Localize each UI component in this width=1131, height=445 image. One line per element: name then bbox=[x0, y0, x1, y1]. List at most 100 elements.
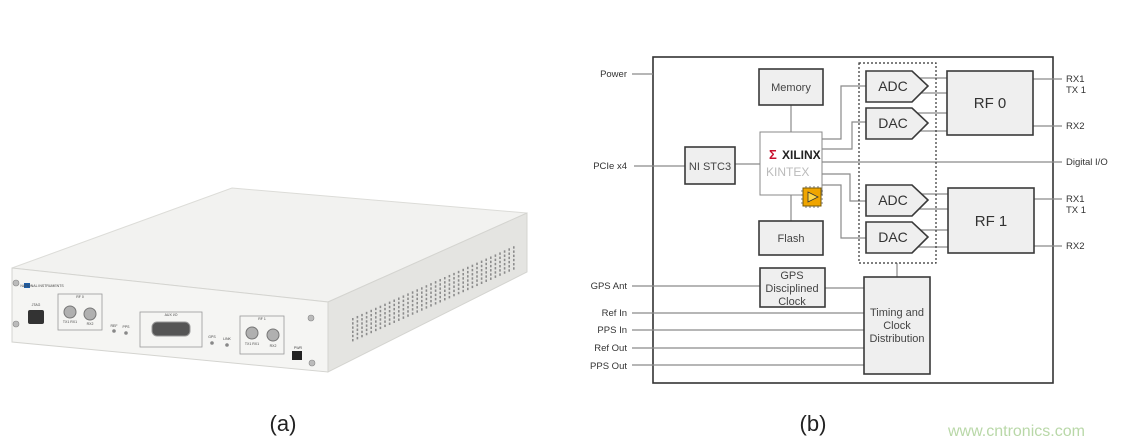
signal-wire bbox=[822, 184, 866, 239]
vent-slot bbox=[402, 303, 405, 307]
gps-disciplined-clock-block bbox=[759, 267, 826, 308]
link-led bbox=[225, 343, 229, 347]
vent-slot bbox=[421, 295, 423, 299]
vent-grille bbox=[352, 246, 515, 342]
vent-slot bbox=[356, 328, 359, 331]
caption-a: (a) bbox=[270, 411, 297, 436]
ni-stc3-block bbox=[684, 146, 736, 185]
signal-wire bbox=[822, 173, 866, 202]
vent-slot bbox=[439, 291, 441, 295]
svg-text:Memory: Memory bbox=[771, 82, 811, 94]
vent-slot bbox=[384, 303, 386, 307]
ni-logo: NATIONAL INSTRUMENTS bbox=[20, 283, 64, 288]
vent-slot bbox=[503, 271, 506, 274]
vent-slot bbox=[476, 262, 478, 266]
vent-slot bbox=[448, 274, 451, 278]
vent-slot bbox=[356, 315, 359, 319]
vent-slot bbox=[513, 267, 515, 270]
vent-slot bbox=[370, 314, 372, 317]
rf1-panel bbox=[239, 315, 285, 355]
mounting-screws bbox=[12, 279, 316, 367]
gps-led bbox=[210, 341, 214, 345]
vent-slot bbox=[457, 275, 460, 278]
rf0-rx2-connector bbox=[83, 307, 97, 321]
adc1-block bbox=[865, 184, 930, 217]
vent-slot bbox=[365, 320, 368, 323]
aux-io-dsub-connector bbox=[151, 321, 191, 337]
vent-slot bbox=[508, 256, 510, 260]
vent-slot bbox=[388, 305, 391, 309]
vent-slot bbox=[467, 287, 469, 291]
vent-slot bbox=[462, 281, 464, 284]
vent-slot bbox=[513, 246, 515, 249]
rf0-block bbox=[946, 70, 1034, 136]
vent-slot bbox=[352, 318, 354, 321]
vent-slot bbox=[499, 256, 501, 259]
label-rf1-rx1: RX1 bbox=[1066, 194, 1084, 205]
label-ref-out: Ref Out bbox=[594, 343, 627, 354]
vent-slot bbox=[388, 310, 391, 313]
caption-b: (b) bbox=[800, 411, 827, 436]
pps-led bbox=[124, 331, 128, 335]
label-pps-out: PPS Out bbox=[590, 361, 627, 372]
vent-slot bbox=[393, 312, 395, 315]
rf1-rx2-connector bbox=[266, 328, 280, 342]
rf0-tx1rx1-connector bbox=[63, 305, 77, 319]
vent-slot bbox=[352, 339, 354, 342]
vent-slot bbox=[476, 271, 478, 274]
svg-text:RF 1: RF 1 bbox=[258, 317, 266, 321]
svg-text:ADC: ADC bbox=[878, 192, 908, 208]
svg-text:RX2: RX2 bbox=[270, 344, 277, 348]
vent-slot bbox=[352, 326, 354, 329]
vent-slot bbox=[416, 289, 418, 292]
vent-slot bbox=[425, 289, 428, 292]
vent-slot bbox=[407, 297, 409, 300]
vent-slot bbox=[370, 309, 372, 313]
vent-slot bbox=[453, 281, 455, 284]
svg-text:RF 1: RF 1 bbox=[975, 213, 1008, 230]
signal-wire bbox=[822, 85, 866, 140]
vent-slot bbox=[480, 260, 483, 263]
vent-slot bbox=[375, 320, 377, 323]
vent-slot bbox=[393, 316, 395, 319]
vent-slot bbox=[513, 250, 515, 253]
vent-slot bbox=[398, 314, 400, 317]
vent-slot bbox=[485, 275, 487, 278]
vent-slot bbox=[467, 270, 469, 274]
vent-slot bbox=[453, 285, 455, 288]
vent-slot bbox=[453, 272, 455, 276]
vent-slot bbox=[457, 291, 460, 295]
vent-slot bbox=[370, 318, 372, 321]
vent-slot bbox=[402, 312, 405, 315]
vent-slot bbox=[503, 267, 506, 270]
vent-slot bbox=[388, 301, 391, 304]
vent-slot bbox=[503, 250, 506, 253]
vent-slot bbox=[365, 328, 368, 332]
vent-slot bbox=[448, 287, 451, 290]
adc0-block bbox=[865, 70, 930, 103]
vent-slot bbox=[503, 254, 506, 257]
vent-slot bbox=[365, 311, 368, 315]
vent-slot bbox=[411, 295, 414, 298]
vent-slot bbox=[462, 289, 464, 293]
vent-slot bbox=[467, 275, 469, 278]
vent-slot bbox=[444, 277, 446, 280]
vent-slot bbox=[375, 307, 377, 311]
vent-slot bbox=[508, 248, 510, 251]
vent-slot bbox=[379, 318, 382, 321]
svg-text:RF 0: RF 0 bbox=[76, 295, 84, 299]
vent-slot bbox=[444, 298, 446, 301]
jtag-usb-port bbox=[28, 310, 44, 324]
vent-slot bbox=[430, 291, 432, 294]
svg-text:DAC: DAC bbox=[878, 115, 908, 131]
vent-slot bbox=[513, 258, 515, 262]
vent-slot bbox=[480, 264, 483, 268]
vent-slot bbox=[444, 285, 446, 288]
svg-text:PWR: PWR bbox=[294, 346, 303, 350]
vent-slot bbox=[508, 252, 510, 255]
vent-slot bbox=[421, 291, 423, 294]
vent-slot bbox=[499, 265, 501, 268]
svg-text:GPS: GPS bbox=[780, 270, 803, 282]
vent-slot bbox=[402, 316, 405, 319]
